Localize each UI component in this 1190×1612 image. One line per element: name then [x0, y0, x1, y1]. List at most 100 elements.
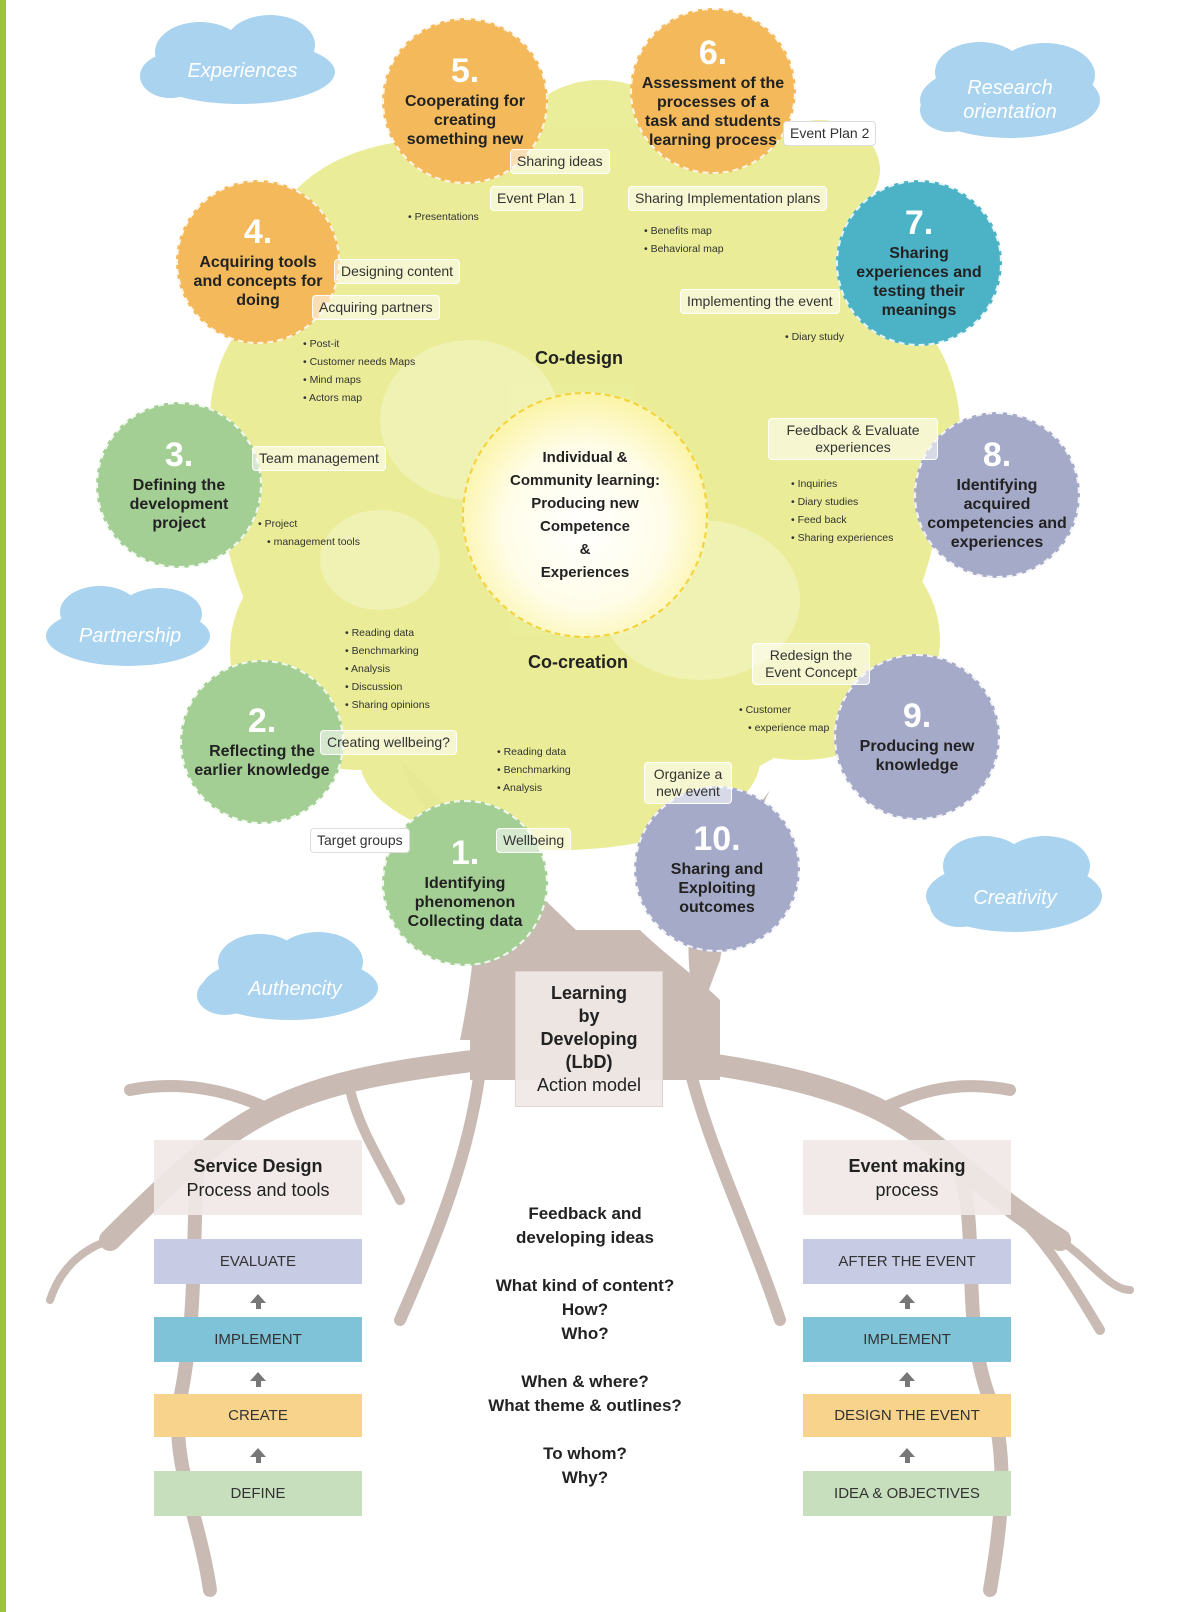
- service-design-header: Service Design Process and tools: [154, 1140, 362, 1215]
- right-step-after-the-event: AFTER THE EVENT: [803, 1239, 1011, 1284]
- left-step-create: CREATE: [154, 1394, 362, 1437]
- question-line: Why?: [561, 1468, 609, 1487]
- left-step-evaluate: EVALUATE: [154, 1239, 362, 1284]
- center-learning-circle: Individual & Community learning: Produci…: [462, 392, 708, 638]
- bullets-post-it: Post-it Customer needs Maps Mind maps Ac…: [303, 335, 415, 407]
- bullet-item: Actors map: [303, 389, 415, 407]
- step-circle-7: 7. Sharing experiences and testing their…: [836, 180, 1002, 346]
- section-co-design: Co-design: [535, 348, 623, 368]
- service-design-title: Service Design: [193, 1156, 323, 1176]
- spacer: [440, 1418, 730, 1442]
- up-arrow-icon: [250, 1372, 266, 1387]
- lbd-line: by: [578, 1006, 600, 1026]
- lbd-line: Developing: [540, 1029, 638, 1049]
- bullet-item: Mind maps: [303, 371, 415, 389]
- bullet-item: Diary studies: [791, 493, 893, 511]
- step-circle-2: 2. Reflecting the earlier knowledge: [180, 660, 344, 824]
- question-line: What kind of content?: [495, 1276, 675, 1295]
- bullets-project-management: Project management tools: [258, 515, 360, 551]
- step-label: Defining the development project: [129, 476, 229, 532]
- left-frame-bar: [0, 0, 6, 1612]
- tag-acquiring-partners: Acquiring partners: [312, 295, 440, 320]
- up-arrow-icon: [899, 1372, 915, 1387]
- bullet-item: Project: [258, 515, 360, 533]
- cloud-creativity: Creativity: [973, 887, 1057, 909]
- step-number: 3.: [164, 435, 194, 474]
- step-label: Identifying phenomenon Collecting data: [407, 874, 523, 930]
- step-circle-6: 6. Assessment of the processes of a task…: [630, 8, 796, 174]
- bullet-item: Inquiries: [791, 475, 893, 493]
- step-number: 4.: [243, 212, 273, 251]
- question-line: Feedback and: [528, 1204, 642, 1223]
- tag-target-groups: Target groups: [310, 828, 410, 853]
- spacer: [440, 1346, 730, 1370]
- step-circle-3: 3. Defining the development project: [96, 402, 262, 568]
- center-line-1: Individual &: [542, 449, 628, 466]
- bullet-item: Behavioral map: [644, 240, 724, 258]
- step-number: 10.: [693, 819, 741, 858]
- tag-team-management: Team management: [252, 446, 386, 471]
- right-step-idea-objectives: IDEA & OBJECTIVES: [803, 1471, 1011, 1516]
- middle-questions: Feedback and developing ideas What kind …: [440, 1202, 730, 1490]
- left-step-implement: IMPLEMENT: [154, 1317, 362, 1362]
- section-co-creation: Co-creation: [528, 652, 629, 672]
- spacer: [440, 1250, 730, 1274]
- question-line: What theme & outlines?: [488, 1396, 682, 1415]
- lbd-subtitle: Action model: [536, 1075, 642, 1095]
- tag-implementing-the-event: Implementing the event: [680, 289, 840, 314]
- step-circle-10: 10. Sharing and Exploiting outcomes: [634, 786, 800, 952]
- center-line-2: Community learning:: [509, 472, 660, 489]
- lbd-line: (LbD): [565, 1052, 613, 1072]
- bullet-item: Analysis: [345, 660, 430, 678]
- cloud-partnership: Partnership: [78, 625, 182, 647]
- bullet-item: Customer needs Maps: [303, 353, 416, 371]
- bullets-benefits-map: Benefits map Behavioral map: [644, 222, 724, 258]
- question-line: developing ideas: [516, 1228, 654, 1247]
- step-label: Acquiring tools and concepts for doing: [193, 253, 323, 309]
- cloud-research-orientation: Research orientation: [963, 77, 1057, 123]
- bullets-inquiries: Inquiries Diary studies Feed back Sharin…: [791, 475, 894, 547]
- step-number: 6.: [698, 34, 728, 72]
- step-circle-5: 5. Cooperating for creating something ne…: [382, 18, 548, 184]
- bullets-reading-data-2: Reading data Benchmarking Analysis: [497, 743, 571, 797]
- question-line: When & where?: [521, 1372, 649, 1391]
- bullets-customer-experience: Customer experience map: [739, 701, 830, 737]
- question-line: Who?: [561, 1324, 609, 1343]
- bullets-reading-data-1: Reading data Benchmarking Analysis Discu…: [345, 624, 430, 714]
- bullet-item: Diary study: [785, 328, 845, 346]
- tag-organize-new-event: Organize a new event: [644, 762, 732, 804]
- tag-sharing-ideas: Sharing ideas: [510, 149, 610, 174]
- event-making-subtitle: process: [875, 1180, 939, 1200]
- bullet-item: Benchmarking: [497, 761, 571, 779]
- question-line: How?: [561, 1300, 609, 1319]
- bullet-item: Benchmarking: [345, 642, 430, 660]
- bullet-item: experience map: [739, 719, 830, 737]
- up-arrow-icon: [250, 1448, 266, 1463]
- bullet-item: Analysis: [497, 779, 571, 797]
- step-circle-1: 1. Identifying phenomenon Collecting dat…: [382, 800, 548, 966]
- bullet-item: Post-it: [303, 335, 415, 353]
- step-label: Reflecting the earlier knowledge: [194, 743, 330, 779]
- tag-feedback-evaluate: Feedback & Evaluate experiences: [768, 418, 938, 460]
- event-making-header: Event making process: [803, 1140, 1011, 1215]
- step-number: 8.: [982, 436, 1012, 474]
- center-line-6: Experiences: [540, 564, 630, 581]
- bullet-item: Benefits map: [644, 222, 724, 240]
- tag-event-plan-1: Event Plan 1: [490, 186, 584, 211]
- step-label: Sharing experiences and testing their me…: [856, 245, 982, 319]
- bullet-item: Sharing opinions: [345, 696, 430, 714]
- step-label: Sharing and Exploiting outcomes: [670, 860, 764, 916]
- up-arrow-icon: [899, 1294, 915, 1309]
- up-arrow-icon: [250, 1294, 266, 1309]
- step-label: Cooperating for creating something new: [405, 92, 525, 148]
- step-number: 5.: [450, 51, 480, 90]
- bullet-item: Feed back: [791, 511, 893, 529]
- step-number: 7.: [904, 204, 934, 242]
- step-number: 1.: [450, 833, 480, 872]
- left-step-define: DEFINE: [154, 1471, 362, 1516]
- step-number: 2.: [247, 702, 277, 740]
- bullet-item: Customer: [739, 701, 829, 719]
- tag-creating-wellbeing: Creating wellbeing?: [320, 730, 457, 755]
- right-step-design-the-event: DESIGN THE EVENT: [803, 1394, 1011, 1437]
- bullet-item: Presentations: [408, 208, 479, 226]
